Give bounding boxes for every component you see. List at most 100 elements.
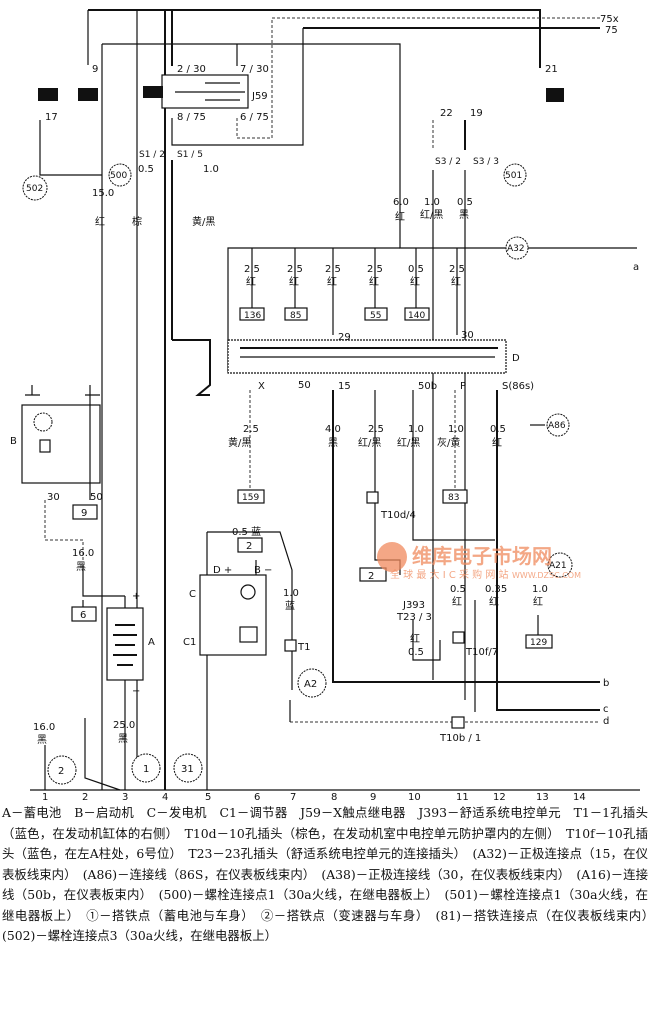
wiring-diagram: 136 85 55 140 159 83 9 6 2 2 129 502 500…: [10, 9, 640, 800]
circle-a86: A86: [548, 421, 566, 431]
ground-2: 2: [58, 766, 64, 777]
wire-size: 4.0: [325, 424, 341, 435]
bus-75: 75: [605, 25, 618, 36]
generator-c: [199, 574, 267, 656]
wire-size: 0.5: [408, 647, 424, 658]
circle-a32: A32: [507, 244, 525, 254]
generator-label: C: [189, 589, 196, 600]
terminal-19: 19: [470, 108, 483, 119]
wire-size: 2.5: [244, 264, 260, 275]
wire-color: 红: [410, 632, 420, 645]
switch-15: 15: [338, 381, 351, 392]
box-83: 83: [448, 493, 459, 503]
box-55: 55: [370, 311, 381, 321]
wire-size: 2.5: [368, 424, 384, 435]
watermark-url: WWW.DZSC.COM: [512, 571, 581, 580]
output-b: b: [603, 678, 609, 689]
column-number: 2: [82, 792, 88, 800]
t1-label: T1: [297, 642, 310, 653]
relay-tag: [143, 86, 163, 98]
switch-30: 30: [461, 330, 474, 341]
wire-color: 红: [489, 595, 499, 608]
gen-dplus: D +: [213, 565, 232, 576]
battery-minus: −: [132, 686, 140, 697]
wire-color: 蓝: [285, 600, 295, 612]
wire-size: 0.5: [490, 424, 506, 435]
wire-color: 红: [246, 275, 256, 288]
wire-size: 1.0: [408, 424, 424, 435]
box-2-relay: 2: [368, 571, 374, 582]
wire-size: 0.5: [450, 584, 466, 595]
column-number: 9: [370, 792, 376, 800]
starter-label: B: [10, 436, 17, 447]
box-85: 85: [290, 311, 301, 321]
column-number: 1: [42, 792, 48, 800]
wire-size: 15.0: [92, 188, 114, 199]
wire-color: 红: [369, 275, 379, 288]
circle-a2: A2: [304, 679, 317, 690]
wire-size: 1.0: [448, 424, 464, 435]
wire-color: 棕: [132, 215, 142, 228]
wire-size: 1.0: [203, 164, 219, 175]
column-number: 13: [536, 792, 549, 800]
wire-size: 2.5: [287, 264, 303, 275]
t23-3-label: T23 / 3: [396, 612, 432, 623]
column-number: 12: [493, 792, 506, 800]
circle-502: 502: [26, 184, 43, 194]
wire-size: 1.0: [424, 197, 440, 208]
wire-color: 黄/黑: [228, 436, 251, 449]
terminal-block-3: [546, 88, 564, 102]
column-number: 6: [254, 792, 260, 800]
connector-boxes: 136 85 55 140 159 83 9 6 2 2 129: [71, 307, 553, 729]
t10b-1: T10b / 1: [439, 733, 481, 744]
wire-color: 黑: [328, 437, 338, 449]
ground-1: 1: [143, 764, 149, 775]
connection-points: 502 500 501 A32 A86 A21 A2 2 1 31: [22, 163, 573, 785]
wire-size: 16.0: [72, 548, 94, 559]
wire-color: 红/黑: [358, 436, 381, 449]
wire-size: 2.5: [367, 264, 383, 275]
wire-size: 0.5: [408, 264, 424, 275]
wire-size: 0.5: [138, 164, 154, 175]
watermark-brand: 维库电子市场网: [412, 544, 552, 568]
output-c: c: [603, 704, 609, 715]
s3-3: S3 / 3: [473, 157, 499, 167]
column-number: 8: [331, 792, 337, 800]
relay-label: J59: [251, 91, 268, 102]
wire-size: 0.5: [457, 197, 473, 208]
wire-color: 黑: [76, 561, 86, 573]
ground-31: 31: [181, 764, 194, 775]
wire-color: 灰/黄: [437, 436, 460, 449]
switch-50b: 50b: [418, 381, 437, 392]
wire-label: 0.5 蓝: [232, 526, 261, 538]
wire-size: 1.0: [283, 588, 299, 599]
wire-color: 红: [410, 275, 420, 288]
box-6: 6: [80, 610, 86, 621]
t10f-7: T10f/7: [465, 647, 498, 658]
wire-size: 25.0: [113, 720, 135, 731]
terminal-block-2: [78, 88, 98, 101]
box-129: 129: [530, 638, 547, 648]
column-number: 3: [122, 792, 128, 800]
terminal-17: 17: [45, 112, 58, 123]
column-number: 5: [205, 792, 211, 800]
wire-color: 红: [395, 210, 405, 223]
wire-color: 红: [327, 275, 337, 288]
wire-color: 红: [452, 595, 462, 608]
starter-50: 50: [90, 492, 103, 503]
wires: [30, 9, 640, 791]
battery-label: A: [148, 637, 155, 648]
watermark-slogan: 全 球 最 大 I C 采 购 网 站: [390, 568, 509, 581]
box-9: 9: [81, 508, 87, 519]
switch-p: P: [460, 381, 466, 392]
relay-8-75: 8 / 75: [177, 112, 206, 123]
terminal-22: 22: [440, 108, 453, 119]
watermark-logo: 维库电子市场网 WWW.DZSC.COM 全 球 最 大 I C 采 购 网 站: [377, 542, 581, 581]
wire-color: 红: [492, 436, 502, 449]
relay-7-30: 7 / 30: [240, 64, 269, 75]
wire-color: 红/黑: [420, 208, 443, 221]
box-2-gen: 2: [246, 541, 252, 552]
j393-label: J393: [402, 600, 425, 611]
switch-50: 50: [298, 380, 311, 391]
wire-size: 2.5: [325, 264, 341, 275]
